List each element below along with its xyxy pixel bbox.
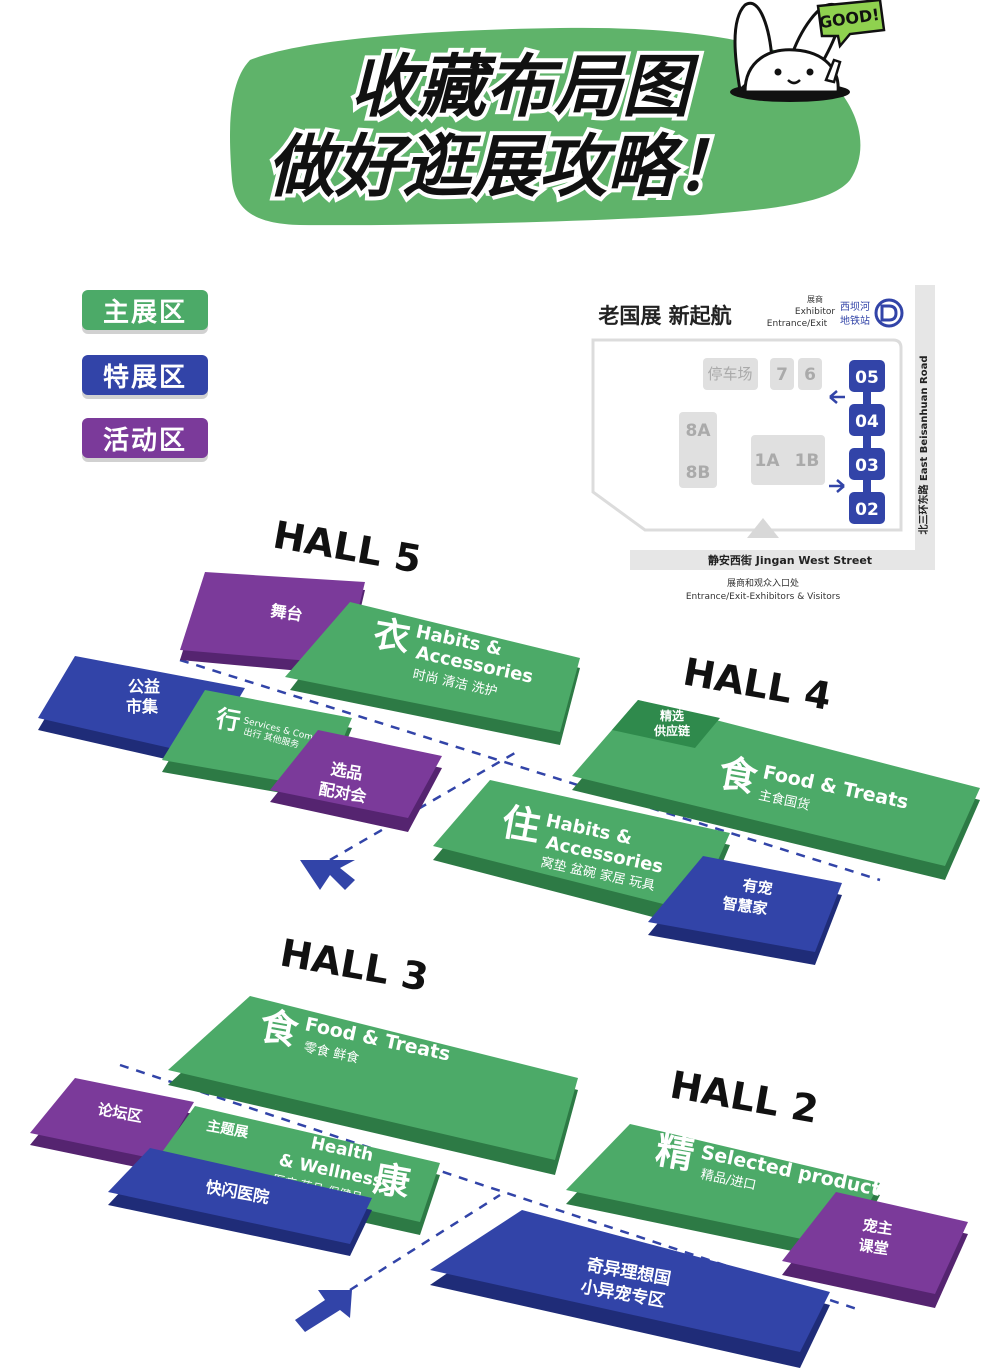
bunny-icon — [730, 1, 850, 102]
venue-title: 老国展 新起航 — [598, 304, 731, 328]
legend-main-area: 主展区 — [82, 290, 208, 330]
metro-icon — [874, 298, 904, 328]
charity-label-1: 公益 — [128, 677, 160, 696]
hall-05-block — [849, 360, 885, 392]
selected-char: 精 — [652, 1128, 697, 1178]
speech-bubble-icon — [816, 0, 886, 49]
main-entrance-2: Entrance/Exit-Exhibitors & Visitors — [686, 592, 841, 602]
hall-1a-label: 1A — [755, 451, 781, 471]
clothing-block — [285, 602, 580, 745]
hall-03-block — [849, 448, 885, 480]
charity-label-2: 市集 — [126, 697, 159, 716]
clothing-char: 衣 — [370, 613, 413, 660]
home-block — [433, 780, 730, 928]
hall-6-block — [798, 358, 822, 390]
hall-05-label: 05 — [855, 368, 879, 388]
flash-clinic-block — [108, 1148, 372, 1256]
hall-7-label: 7 — [776, 365, 788, 385]
exit-arrow-icon — [300, 860, 355, 890]
hall3-food-block — [168, 996, 578, 1175]
hall-8a-label: 8A — [686, 421, 712, 441]
metro-label-1: 西坝河 — [840, 301, 870, 313]
entrance-arrow-icon — [747, 518, 779, 538]
hall-1-block — [751, 435, 825, 485]
hall-02-block — [849, 492, 885, 524]
west-street — [630, 550, 935, 570]
hall-2-label: HALL 2 — [667, 1063, 822, 1132]
legend-special-area: 特展区 — [82, 355, 208, 395]
title-line-1: 收藏布局图 — [350, 48, 700, 127]
entrance-arrow-hall3-icon — [295, 1290, 352, 1332]
smart-label-1: 有宠 — [741, 876, 773, 898]
metro-label-2: 地铁站 — [840, 314, 870, 327]
owner-label-2: 课堂 — [857, 1236, 889, 1258]
exhibitor-label-2: Exhibitor — [795, 307, 835, 317]
stage-label: 舞台 — [269, 601, 303, 624]
west-street-label: 静安西街 Jingan West Street — [708, 553, 872, 567]
hall-6-label: 6 — [804, 365, 816, 385]
owner-class-block — [782, 1192, 968, 1308]
hall-04-label: 04 — [855, 412, 879, 432]
hall-4-label: HALL 4 — [680, 650, 835, 719]
hall4-food-char: 食 — [715, 751, 761, 801]
owner-label-1: 宠主 — [861, 1216, 893, 1238]
arrow-right-icon — [829, 479, 845, 493]
hall-map: HALL 5 舞台 衣 Habits & Accessories 时尚 清洁 洗… — [30, 513, 980, 1368]
hall-5-label: HALL 5 — [270, 513, 425, 582]
legend-activity-area: 活动区 — [82, 418, 208, 458]
exhibitor-label-3: Entrance/Exit — [767, 319, 828, 329]
hall-04-block — [849, 404, 885, 436]
health-block — [155, 1106, 440, 1235]
smart-home-block — [648, 856, 842, 965]
hall-1b-label: 1B — [795, 451, 820, 471]
parking-block — [703, 358, 758, 390]
exotic-pets-block — [430, 1210, 830, 1368]
parking-label: 停车场 — [707, 365, 752, 383]
exhibitor-label-1: 展商 — [807, 294, 823, 304]
hall-8b-label: 8B — [686, 463, 711, 483]
health-char: 康 — [370, 1158, 413, 1206]
matchmaking-block — [270, 730, 442, 832]
supply-label-1: 精选 — [660, 708, 684, 723]
hall3-food-char: 食 — [256, 1004, 302, 1054]
travel-char: 行 — [213, 704, 242, 736]
header-blob — [230, 27, 861, 226]
title-line-2: 做好逛展攻略！ — [267, 128, 743, 207]
supply-label-2: 供应链 — [653, 723, 691, 738]
main-entrance-1: 展商和观众入口处 — [727, 577, 799, 589]
east-road — [915, 285, 935, 570]
hall-02-label: 02 — [855, 500, 879, 520]
selected-block — [566, 1124, 880, 1262]
hall-03-label: 03 — [855, 456, 879, 476]
header-graphic: GOOD! 收藏布局图 做好逛展攻略！ — [230, 0, 886, 226]
east-road-label: 北三环东路 East Beisanhuan Road — [917, 356, 930, 535]
home-char: 住 — [498, 800, 543, 850]
hall-8-block — [679, 412, 717, 488]
hall-3-label: HALL 3 — [277, 931, 432, 1000]
hall4-food-block — [572, 700, 980, 880]
arrow-left-icon — [829, 390, 845, 404]
hall-7-block — [770, 358, 794, 390]
venue-map: 北三环东路 East Beisanhuan Road 静安西街 Jingan W… — [591, 285, 935, 602]
